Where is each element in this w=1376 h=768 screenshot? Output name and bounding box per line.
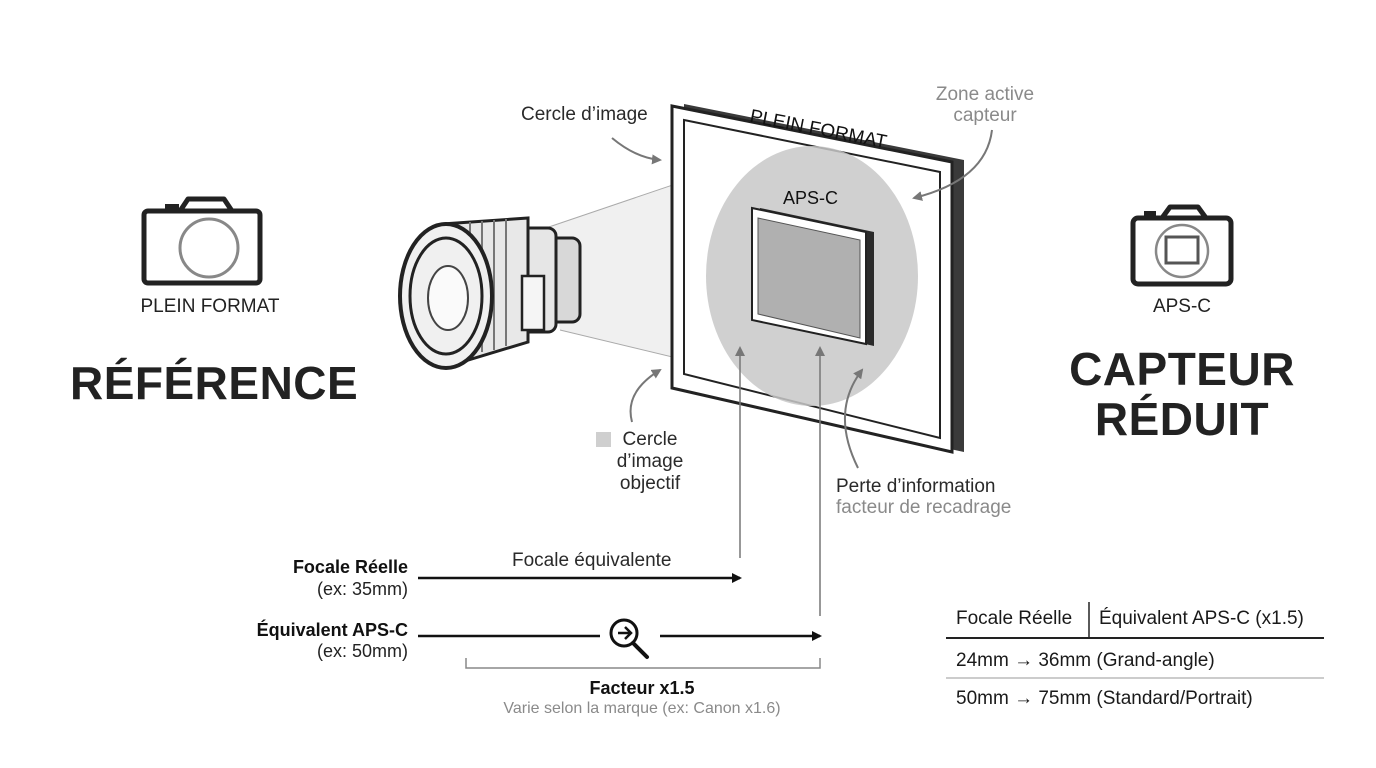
arrow-cercle-objectif: [629, 368, 662, 423]
table-row-cell: 24mm → 36mm (Grand-angle): [956, 650, 1215, 671]
equivalent-aps-c-title: Équivalent APS-C: [256, 620, 408, 640]
focal-comparison-table: Focale Réelle Équivalent APS-C (x1.5) 24…: [956, 600, 1304, 718]
table-header-equivalent: Équivalent APS-C (x1.5): [1099, 608, 1304, 629]
label-focale-equivalente: Focale équivalente: [512, 550, 672, 571]
aps-c-sensor: [751, 206, 874, 346]
equivalent-aps-c-example: (ex: 50mm): [316, 641, 408, 661]
right-title-line2: RÉDUIT: [1094, 393, 1270, 445]
table-header-focale-reelle: Focale Réelle: [956, 608, 1073, 629]
factor-title: Facteur x1.5: [589, 678, 695, 698]
factor-bracket: [465, 658, 821, 669]
camera-icon: [141, 196, 263, 286]
left-title: RÉFÉRENCE: [70, 357, 359, 409]
label-zone-active-1: Zone active: [935, 84, 1035, 105]
right-title-line1: CAPTEUR: [1069, 343, 1295, 395]
table-header-row: Focale Réelle Équivalent APS-C (x1.5): [956, 600, 1304, 638]
factor-note: Varie selon la marque (ex: Canon x1.6): [503, 700, 781, 717]
legend-line1: Cercle: [622, 429, 678, 450]
right-camera-label: APS-C: [1152, 296, 1212, 317]
zoom-in-icon: [609, 618, 649, 659]
table-row: 24mm → 36mm (Grand-angle): [956, 638, 1304, 680]
label-aps-c: APS-C: [783, 188, 839, 208]
label-perte-information: Perte d’information: [836, 476, 996, 497]
label-facteur-recadrage: facteur de recadrage: [836, 497, 1012, 518]
legend-line3: objectif: [619, 473, 681, 494]
label-cercle-image: Cercle d’image: [521, 104, 648, 125]
label-zone-active-2: capteur: [953, 105, 1017, 126]
focale-reelle-title: Focale Réelle: [292, 557, 408, 577]
lens: [398, 216, 582, 370]
legend-swatch: [596, 432, 611, 447]
table-row: 50mm → 75mm (Standard/Portrait): [956, 680, 1304, 718]
legend-line2: d’image: [616, 451, 684, 472]
focale-reelle-example: (ex: 35mm): [316, 579, 408, 599]
left-camera-label: PLEIN FORMAT: [140, 296, 280, 317]
arrow-cercle-image: [611, 137, 662, 165]
camera-crop-icon: [1130, 204, 1234, 287]
arrow-perte-information: [843, 368, 864, 469]
arrow-zone-active: [912, 129, 993, 201]
table-row-cell: 50mm → 75mm (Standard/Portrait): [956, 688, 1253, 709]
